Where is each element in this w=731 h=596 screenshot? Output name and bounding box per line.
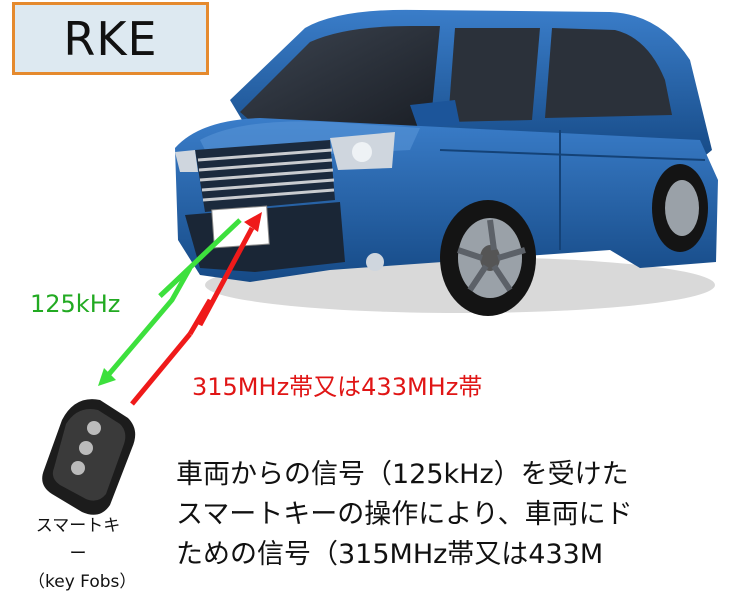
rke-scene [42, 9, 718, 515]
freq-125khz-label: 125kHz [30, 290, 121, 318]
front-grille [195, 140, 335, 212]
lock-button-icon [87, 421, 101, 435]
description-line: 車両からの信号（125kHz）を受けた [176, 459, 629, 490]
windshield [240, 26, 440, 130]
front-wheel [440, 200, 536, 316]
description-text: 車両からの信号（125kHz）を受けた スマートキーの操作により、車両にド ため… [176, 455, 731, 575]
signal-125khz-arrow [98, 218, 242, 386]
description-line: スマートキーの操作により、車両にド [176, 499, 633, 530]
title-box: RKE [12, 2, 209, 75]
car-illustration [175, 9, 718, 316]
rear-wheel [652, 164, 708, 252]
signal-uhf-arrow [130, 212, 262, 406]
key-fob-english-name: （key Fobs） [28, 572, 137, 592]
unlock-button-icon [79, 441, 93, 455]
door-button-icon [71, 461, 85, 475]
description-line: ための信号（315MHz帯又は433M [176, 539, 604, 570]
title-text: RKE [63, 11, 158, 66]
freq-uhf-label: 315MHz帯又は433MHz帯 [192, 373, 483, 401]
key-fob-illustration [42, 399, 136, 515]
key-fob-label: スマートキー （key Fobs） [28, 512, 137, 596]
key-fob-name: スマートキー [35, 516, 121, 564]
